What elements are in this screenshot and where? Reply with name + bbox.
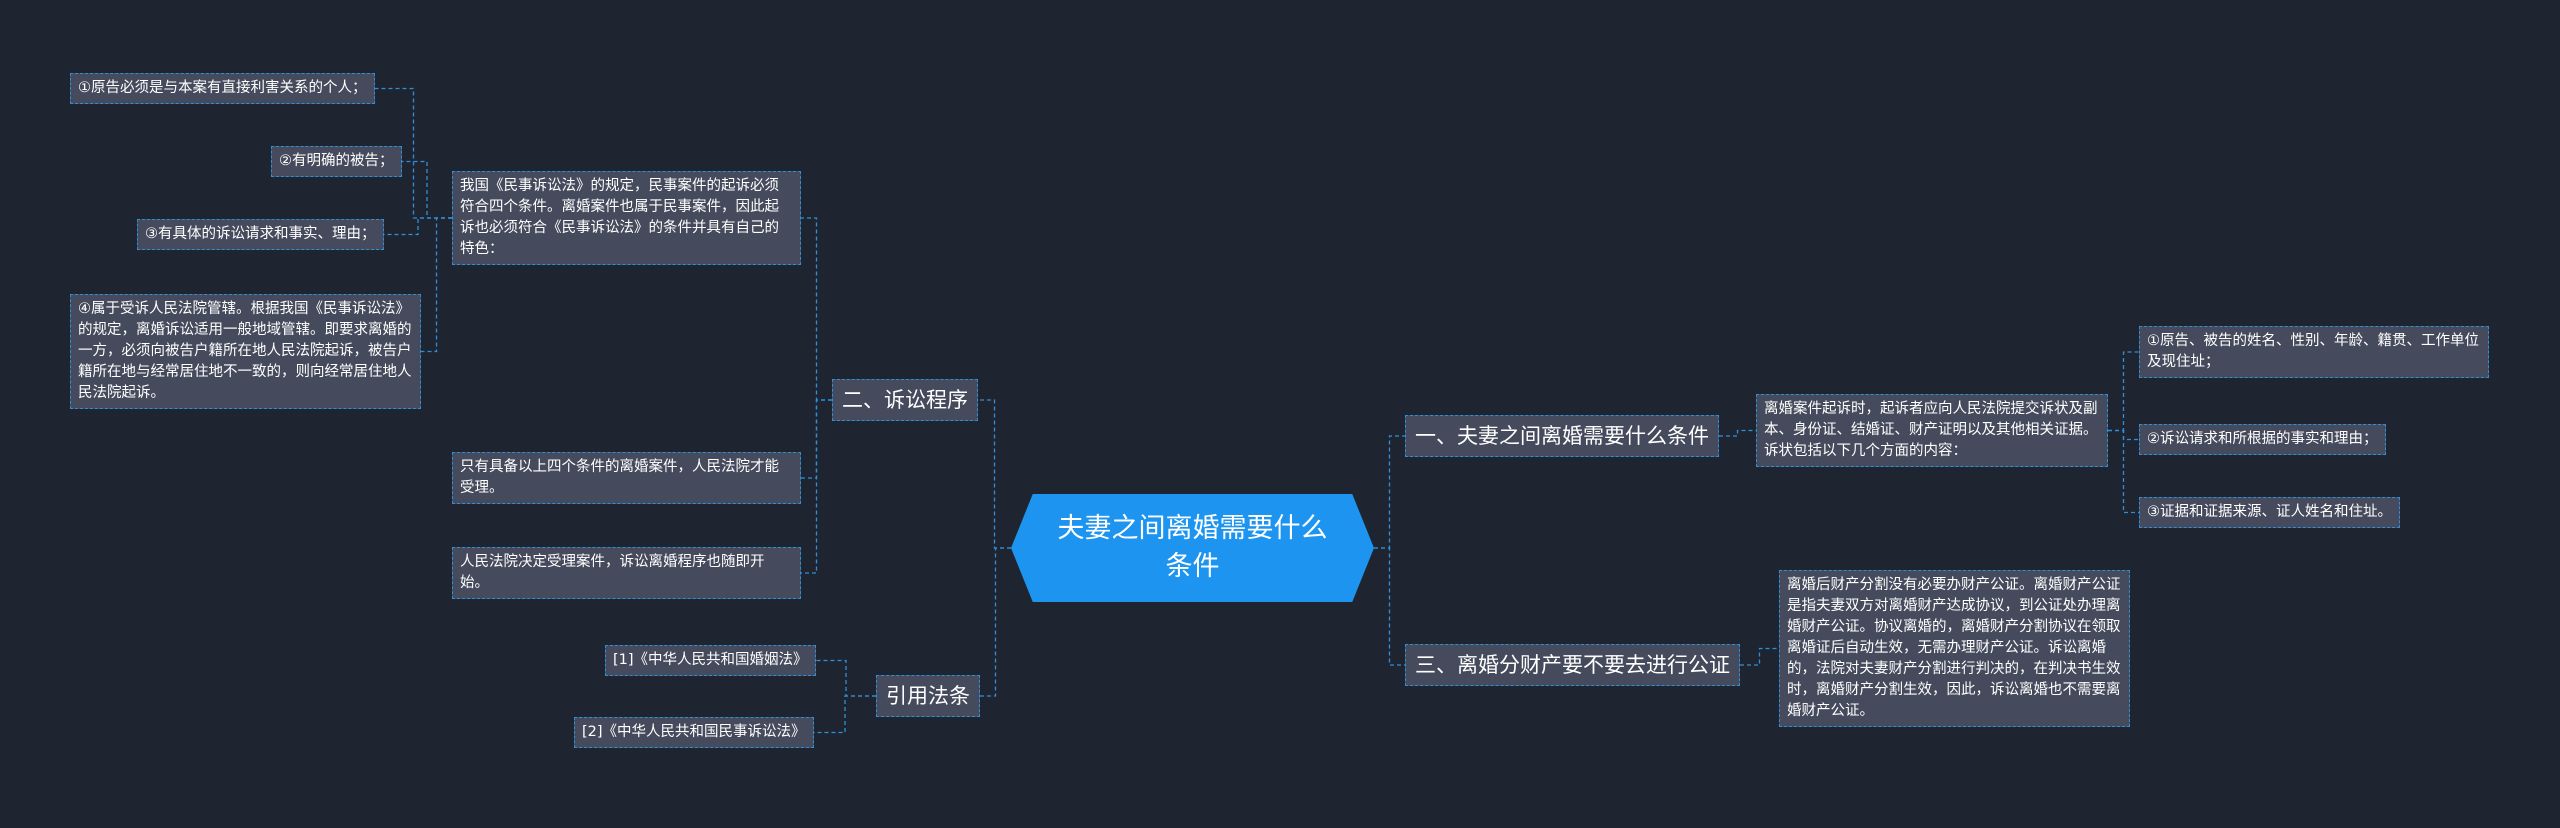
connector-r0d-r0i2	[2108, 429, 2139, 514]
connector-r0-r0d	[1719, 429, 1756, 437]
acceptance-text[interactable]: 只有具备以上四个条件的离婚案件，人民法院才能受理。	[452, 452, 801, 504]
cited-law-1[interactable]: [1]《中华人民共和国婚姻法》	[605, 645, 816, 676]
procedure-start-text[interactable]: 人民法院决定受理案件，诉讼离婚程序也随即开始。	[452, 547, 801, 599]
branch-property-notarization[interactable]: 三、离婚分财产要不要去进行公证	[1405, 644, 1740, 686]
divorce-conditions-detail[interactable]: 离婚案件起诉时，起诉者应向人民法院提交诉状及副本、身份证、结婚证、财产证明以及其…	[1756, 394, 2108, 467]
root-topic-label: 夫妻之间离婚需要什么条件	[1057, 513, 1328, 582]
connector-l0-l0s2	[801, 399, 832, 574]
property-notarization-detail[interactable]: 离婚后财产分割没有必要办财产公证。离婚财产公证是指夫妻双方对离婚财产达成协议，到…	[1779, 570, 2130, 727]
connector-r0d-r0i0	[2108, 351, 2139, 432]
connector-l0-l0s1	[801, 399, 832, 479]
condition-item-2[interactable]: ②有明确的被告；	[271, 146, 402, 177]
connector-root-r0	[1374, 435, 1405, 549]
branch-cited-laws[interactable]: 引用法条	[876, 675, 980, 717]
connector-l0s0-l0s0i3	[421, 217, 452, 353]
connector-root-l1	[980, 547, 1011, 697]
branch-divorce-conditions[interactable]: 一、夫妻之间离婚需要什么条件	[1405, 415, 1719, 457]
condition-item-3[interactable]: ③有具体的诉讼请求和事实、理由；	[137, 219, 384, 250]
condition-item-4[interactable]: ④属于受诉人民法院管辖。根据我国《民事诉讼法》的规定，离婚诉讼适用一般地域管辖。…	[70, 294, 421, 409]
connector-l0-l0s0	[801, 217, 832, 401]
connector-l0s0-l0s0i2	[384, 217, 452, 236]
complaint-item-2[interactable]: ②诉讼请求和所根据的事实和理由；	[2139, 424, 2386, 455]
connector-l1-l1i1	[814, 695, 876, 734]
connector-r1-r1d	[1740, 647, 1779, 666]
connector-root-r1	[1374, 547, 1405, 666]
connector-l1-l1i0	[816, 659, 876, 697]
condition-item-1[interactable]: ①原告必须是与本案有直接利害关系的个人；	[70, 73, 375, 104]
cited-law-2[interactable]: [2]《中华人民共和国民事诉讼法》	[574, 717, 814, 748]
litigation-conditions-text[interactable]: 我国《民事诉讼法》的规定，民事案件的起诉必须符合四个条件。离婚案件也属于民事案件…	[452, 171, 801, 265]
complaint-item-3[interactable]: ③证据和证据来源、证人姓名和住址。	[2139, 497, 2400, 528]
root-topic[interactable]: 夫妻之间离婚需要什么条件	[1011, 494, 1374, 602]
connector-root-l0	[978, 399, 1011, 549]
connector-l0s0-l0s0i1	[402, 160, 452, 219]
complaint-item-1[interactable]: ①原告、被告的姓名、性别、年龄、籍贯、工作单位及现住址；	[2139, 326, 2489, 378]
branch-litigation-procedure[interactable]: 二、诉讼程序	[832, 379, 978, 421]
